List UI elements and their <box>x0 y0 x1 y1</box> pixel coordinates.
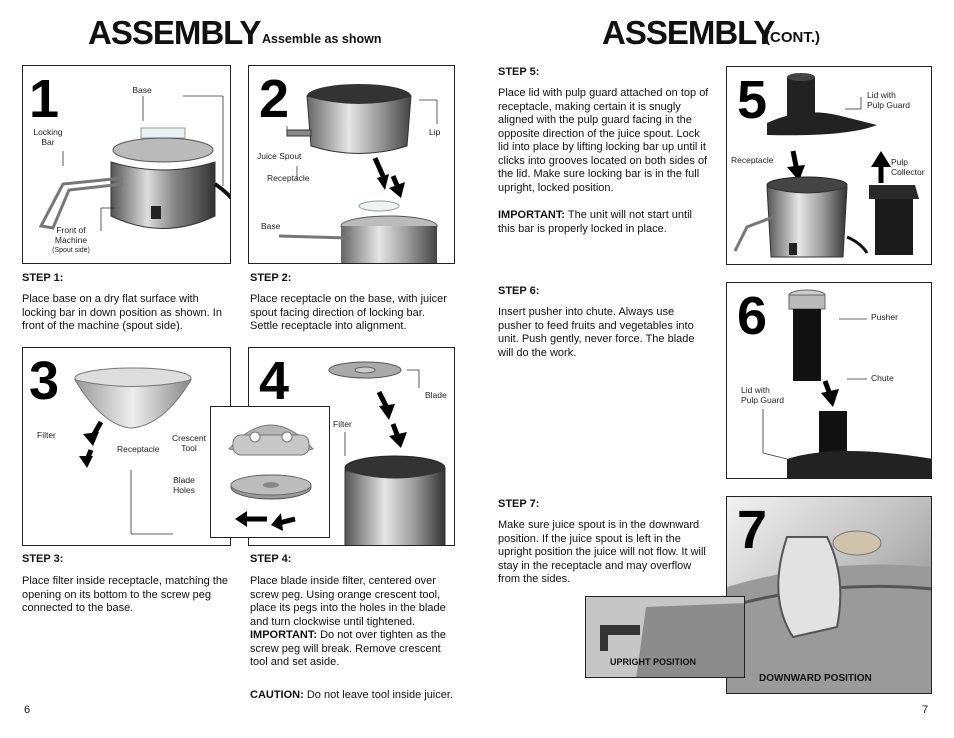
step5-important-label: IMPORTANT: <box>498 209 566 221</box>
crescent-tool-inset <box>210 406 330 538</box>
lid-illustration <box>733 73 919 258</box>
spout-upright-photo <box>586 597 744 677</box>
page-title-left: ASSEMBLY <box>88 14 261 51</box>
step4-caution-label: CAUTION: <box>250 689 304 701</box>
label-pusher: Pusher <box>871 312 898 322</box>
step2-figure: 2 Juice Spout Lip Receptacle Base <box>248 65 455 264</box>
step5-important-text: The unit will not start until this bar i… <box>498 209 692 235</box>
step5-figure: 5 Lid with Pulp Guard Receptacle Pulp Co… <box>726 66 932 265</box>
step5-important: IMPORTANT: The unit will not start until… <box>498 209 710 236</box>
pusher-illustration <box>762 289 931 478</box>
label-crescent-tool: Crescent Tool <box>171 433 206 453</box>
step5-number: 5 <box>737 70 767 130</box>
caption-upright-position: UPRIGHT POSITION <box>610 657 697 667</box>
label-front-of-machine: Front of Machine <box>54 225 88 245</box>
step5-heading: STEP 5: <box>498 66 540 78</box>
page-subtitle-right: (CONT.) <box>765 29 820 46</box>
label-filter: Filter <box>37 430 56 440</box>
filter-illustration <box>73 367 193 535</box>
step6-number: 6 <box>737 286 767 346</box>
step4-number: 4 <box>259 351 289 411</box>
step2-heading: STEP 2: <box>250 272 292 284</box>
label-blade-holes: Blade Holes <box>173 475 195 495</box>
label-lid-with-pulp-guard: Lid with Pulp Guard <box>741 385 784 405</box>
step4-important-label: IMPORTANT: <box>250 629 318 641</box>
step1-heading: STEP 1: <box>22 272 64 284</box>
step7-text: Make sure juice spout is in the downward… <box>498 519 706 585</box>
step1-text: Place base on a dry flat surface with lo… <box>22 293 222 332</box>
caption-downward-position: DOWNWARD POSITION <box>759 673 872 684</box>
label-locking-bar: Locking Bar <box>33 127 63 147</box>
step1-figure: 1 Base Locking Bar Front of Machine (Spo… <box>22 65 231 264</box>
label-filter: Filter <box>333 419 352 429</box>
label-base: Base <box>132 85 152 95</box>
step2-number: 2 <box>259 69 289 129</box>
step6-heading: STEP 6: <box>498 285 540 297</box>
step4-caution-text: Do not leave tool inside juicer. <box>303 689 453 701</box>
label-lid-with-pulp-guard: Lid with Pulp Guard <box>867 90 910 110</box>
page-title-right: ASSEMBLY <box>602 14 775 51</box>
step7-downward-figure: 7 DOWNWARD POSITION <box>726 496 932 694</box>
step7-upright-figure: UPRIGHT POSITION <box>585 596 745 678</box>
step1-number: 1 <box>29 69 59 129</box>
step6-text: Insert pusher into chute. Always use pus… <box>498 306 695 359</box>
step3-text: Place filter inside receptacle, matching… <box>22 575 229 614</box>
page-number-left: 6 <box>24 704 31 716</box>
step4-caution: CAUTION: Do not leave tool inside juicer… <box>250 689 455 703</box>
step4-important-text: Do not over tighten as the screw peg wil… <box>250 629 447 668</box>
crescent-tool-illustration <box>228 424 314 531</box>
step4-heading: STEP 4: <box>250 553 292 565</box>
receptacle-illustration <box>278 84 438 263</box>
label-juice-spout: Juice Spout <box>257 151 302 161</box>
page-subtitle-left: Assemble as shown <box>262 32 382 46</box>
step7-number: 7 <box>737 500 767 560</box>
step3-figure: 3 Filter Receptacle Crescent Tool Blade … <box>22 347 231 546</box>
spout-downward-photo <box>727 497 931 693</box>
page-number-right: 7 <box>922 704 929 716</box>
label-spout-side: (Spout side) <box>52 247 90 254</box>
blade-filter-illustration <box>328 361 446 545</box>
step3-heading: STEP 3: <box>22 553 64 565</box>
step7-heading: STEP 7: <box>498 498 540 510</box>
label-blade: Blade <box>425 390 447 400</box>
step2-text: Place receptacle on the base, with juice… <box>250 293 447 332</box>
label-receptacle: Receptacle <box>117 444 160 454</box>
step6-figure: 6 Pusher Chute Lid with Pulp Guard <box>726 282 932 479</box>
step4-body: Place blade inside filter, centered over… <box>250 575 446 628</box>
label-pulp-collector: Pulp Collector <box>891 157 925 177</box>
step3-number: 3 <box>29 351 59 411</box>
label-receptacle: Receptacle <box>731 155 774 165</box>
label-chute: Chute <box>871 373 894 383</box>
label-base: Base <box>261 221 281 231</box>
label-receptacle: Receptacle <box>267 173 310 183</box>
step4-text: Place blade inside filter, centered over… <box>250 575 455 670</box>
juicer-base-illustration <box>38 95 230 231</box>
label-lip: Lip <box>429 127 441 137</box>
step5-text: Place lid with pulp guard attached on to… <box>498 87 709 194</box>
